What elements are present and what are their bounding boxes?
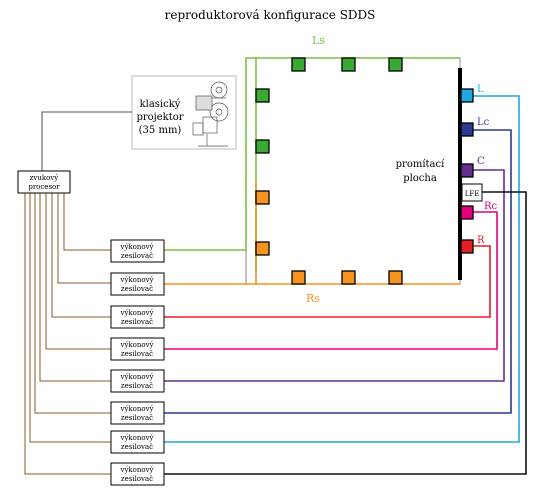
svg-text:zesilovač: zesilovač [121,252,153,260]
line-c [164,169,505,382]
label-r: R [477,235,485,246]
speaker-lc [460,122,474,137]
speaker-r [460,239,474,254]
svg-text:výkonový: výkonový [120,434,154,442]
label-lfe: LFE [465,190,480,198]
rs-speakers [255,190,403,285]
speaker-ls-side-2 [255,139,270,154]
speaker-rs-side-1 [255,190,270,205]
speaker-ls-top-2 [341,57,356,72]
label-lc: Lc [477,117,490,128]
line-l [164,95,520,443]
projector-label-line3: (35 mm) [139,125,182,136]
screen-label-line1: promítací [396,159,445,170]
projector-icon [192,81,229,147]
speaker-l [460,88,474,103]
label-ls: Ls [312,34,325,47]
line-rc [164,211,498,350]
amplifier-4: výkonový zesilovač [110,337,165,361]
speaker-c [460,163,474,178]
amplifier-2: výkonový zesilovač [110,272,165,296]
svg-text:výkonový: výkonový [120,243,154,251]
screen-label-line2: plocha [403,173,437,184]
amplifier-1: výkonový zesilovač [110,239,165,263]
speaker-ls-top-3 [388,57,403,72]
svg-text:zesilovač: zesilovač [121,382,153,390]
svg-text:výkonový: výkonový [120,466,154,474]
svg-text:výkonový: výkonový [120,309,154,317]
processor-label-line2: procesor [28,183,60,191]
amplifier-5: výkonový zesilovač [110,369,165,393]
line-r [164,245,491,318]
amplifier-8: výkonový zesilovač [110,462,165,486]
speaker-rs-bottom-2 [341,270,356,285]
speaker-ls-top-1 [291,57,306,72]
projector-cable [41,111,132,171]
speaker-ls-side-1 [255,88,270,103]
svg-text:výkonový: výkonový [120,373,154,381]
svg-text:výkonový: výkonový [120,341,154,349]
ls-speakers [255,57,403,154]
svg-text:zesilovač: zesilovač [121,350,153,358]
speaker-rc [460,205,474,220]
label-c: C [477,156,485,167]
projector-frame [131,75,237,150]
line-lc [164,129,512,414]
processor-label-line1: zvukový [30,174,59,182]
line-lfe [164,191,527,475]
speaker-rs-bottom-1 [291,270,306,285]
diagram-title: reproduktorová konfigurace SDDS [165,8,376,22]
speaker-rs-bottom-3 [388,270,403,285]
projector-label-line2: projektor [136,112,183,123]
speaker-lfe [461,183,483,202]
amplifiers: výkonový zesilovač výkonový zesilovač vý… [110,239,165,486]
processor-to-amplifier-lines [24,193,111,475]
label-l: L [477,84,484,95]
speaker-rs-side-2 [255,241,270,256]
label-rc: Rc [484,201,498,212]
svg-text:zesilovač: zesilovač [121,443,153,451]
amplifier-6: výkonový zesilovač [110,401,165,425]
label-rs: Rs [306,292,320,305]
processor-box [17,170,71,194]
amplifier-7: výkonový zesilovač [110,430,165,454]
svg-text:zesilovač: zesilovač [121,414,153,422]
svg-text:výkonový: výkonový [120,276,154,284]
svg-text:zesilovač: zesilovač [121,318,153,326]
svg-text:zesilovač: zesilovač [121,475,153,483]
room-outline [245,57,461,285]
sound-processor: zvukový procesor [17,170,71,194]
amplifier-3: výkonový zesilovač [110,305,165,329]
svg-text:výkonový: výkonový [120,405,154,413]
projector-label-line1: klasický [140,99,181,110]
projector: klasický projektor (35 mm) [131,75,237,150]
svg-text:zesilovač: zesilovač [121,285,153,293]
